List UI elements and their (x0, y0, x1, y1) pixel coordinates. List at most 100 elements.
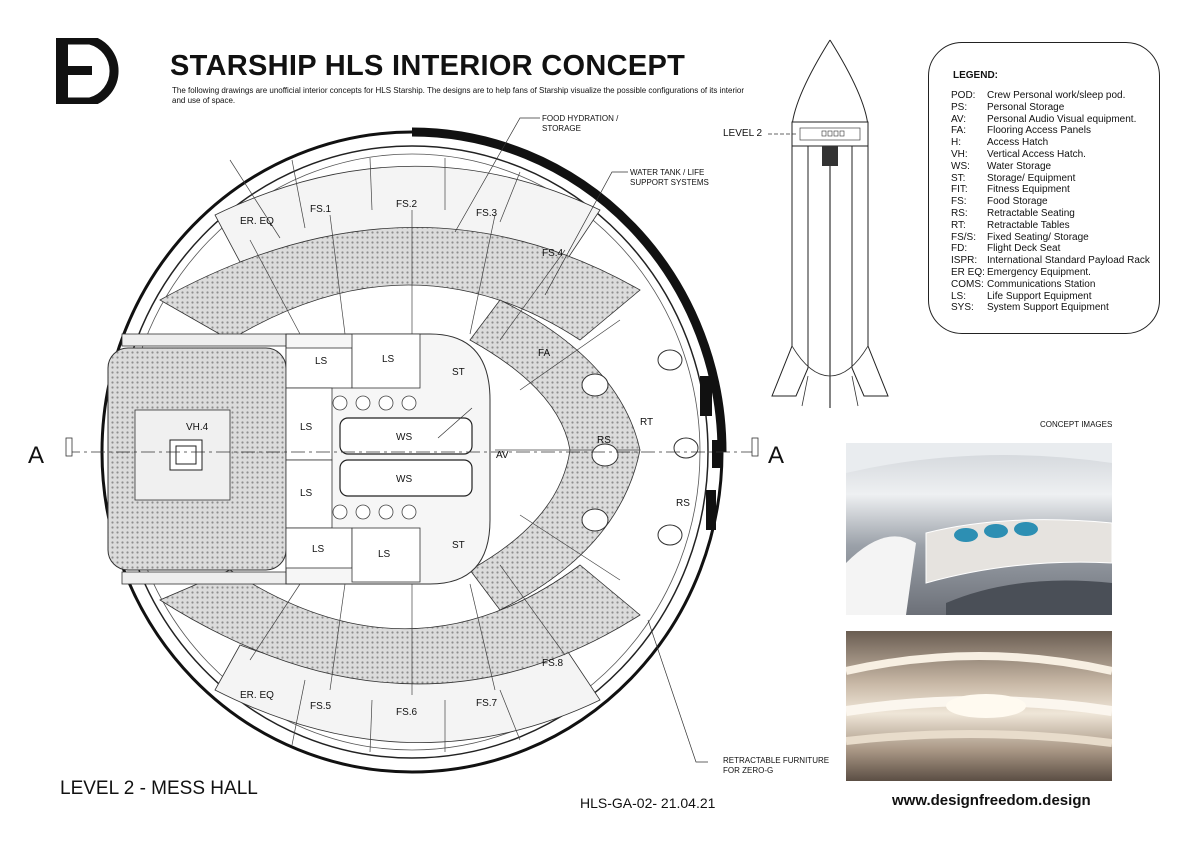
callout-food-hydration: FOOD HYDRATION / STORAGE (542, 114, 619, 133)
legend-code: FD: (951, 243, 968, 255)
legend-desc: Fixed Seating/ Storage (987, 231, 1089, 243)
concept-image-corridor (846, 631, 1112, 781)
legend-desc: Vertical Access Hatch. (987, 149, 1086, 160)
legend-item: VH: Vertical Access Hatch. (951, 149, 1086, 160)
label-vh4: VH.4 (186, 422, 209, 433)
legend-box (928, 42, 1160, 334)
legend-item: POD: Crew Personal work/sleep pod. (951, 90, 1125, 101)
label-st-bottom: ST (452, 540, 465, 551)
label-fs8: FS.8 (542, 658, 564, 669)
concept-image-lounge (846, 443, 1112, 615)
label-rt: RT (640, 417, 653, 428)
legend-item: FA: Flooring Access Panels (951, 125, 1091, 136)
legend-item: FIT: Fitness Equipment (951, 184, 1070, 195)
legend-item: FS/S: Fixed Seating/ Storage (951, 232, 1089, 243)
label-st-top: ST (452, 367, 465, 378)
label-ws1: WS (396, 432, 412, 443)
level-plan-drawing: A A ER. EQ FS.1 FS.2 FS.3 FS.4 ER. EQ FS… (28, 117, 784, 774)
legend-item: ISPR: International Standard Payload Rack (951, 255, 1150, 266)
label-fs7: FS.7 (476, 698, 498, 709)
website-link[interactable]: www.designfreedom.design (892, 792, 1091, 809)
starship-elevation (771, 39, 889, 408)
label-av: AV (496, 450, 509, 461)
section-marker-right: A (768, 442, 784, 469)
label-ls1: LS (315, 356, 328, 367)
legend-title: LEGEND: (953, 70, 998, 81)
legend-desc: Retractable Seating (987, 208, 1075, 219)
legend-item: LS: Life Support Equipment (951, 291, 1092, 302)
label-ls5: LS (312, 544, 325, 555)
legend-desc: International Standard Payload Rack (987, 255, 1150, 267)
legend-item: ER EQ:Emergency Equipment. (951, 267, 1091, 278)
legend-desc: Flight Deck Seat (987, 243, 1061, 255)
legend-desc: Crew Personal work/sleep pod. (987, 90, 1126, 101)
legend-desc: Personal Storage (987, 101, 1065, 113)
legend-desc: Emergency Equipment. (987, 267, 1091, 278)
page-subtitle: The following drawings are unofficial in… (172, 86, 745, 105)
legend-desc: Access Hatch (987, 137, 1049, 149)
legend-code: SYS: (951, 302, 974, 314)
label-ls3: LS (300, 422, 313, 433)
page-title: STARSHIP HLS INTERIOR CONCEPT (170, 50, 686, 82)
legend-item: ST:Storage/ Equipment (951, 173, 1075, 184)
legend-code: FIT: (951, 184, 968, 196)
label-ws2: WS (396, 474, 412, 485)
label-er-eq-top: ER. EQ (240, 216, 274, 227)
legend-desc: Food Storage (987, 196, 1048, 208)
legend-desc: Water Storage (987, 160, 1052, 172)
legend-desc: Life Support Equipment (987, 290, 1092, 302)
legend-code: VH: (951, 149, 968, 160)
elevation-level-label: LEVEL 2 (723, 128, 763, 139)
legend-desc: Fitness Equipment (987, 184, 1070, 196)
drawing-reference: HLS-GA-02- 21.04.21 (580, 795, 716, 811)
level-title: LEVEL 2 - MESS HALL (60, 778, 258, 799)
callout-water-tank: WATER TANK / LIFE SUPPORT SYSTEMS (630, 168, 709, 187)
legend-item: FD: Flight Deck Seat (951, 243, 1060, 254)
legend-item: COMS:Communications Station (951, 279, 1095, 290)
legend-code: AV: (951, 113, 967, 125)
label-fs3: FS.3 (476, 208, 498, 219)
label-rs1: RS (597, 435, 611, 446)
legend-item: FS: Food Storage (951, 196, 1048, 207)
designfreedom-logo (56, 38, 119, 104)
legend-item: WS:Water Storage (951, 161, 1051, 172)
level-leader-line (768, 133, 798, 135)
section-marker-left: A (28, 442, 44, 469)
legend-item: RS: Retractable Seating (951, 208, 1075, 219)
legend-code: LS: (951, 290, 967, 302)
label-er-eq-bottom: ER. EQ (240, 690, 274, 701)
legend-code: PS: (951, 101, 968, 113)
legend-desc: Flooring Access Panels (987, 125, 1091, 137)
legend-code: ISPR: (951, 255, 978, 267)
label-rs2: RS (676, 498, 690, 509)
legend-item: PS: Personal Storage (951, 102, 1064, 113)
concept-images-label: CONCEPT IMAGES (1040, 420, 1113, 429)
label-ls4: LS (300, 488, 313, 499)
legend-code: FA: (951, 125, 967, 137)
label-fs2: FS.2 (396, 199, 418, 210)
legend-code: POD: (951, 90, 976, 101)
legend-item: AV: Personal Audio Visual equipment. (951, 114, 1136, 125)
legend-desc: Communications Station (987, 278, 1096, 290)
label-ls2: LS (382, 354, 395, 365)
label-fs1: FS.1 (310, 204, 332, 215)
legend-item: H: Access Hatch (951, 137, 1048, 148)
legend-item: SYS: System Support Equipment (951, 302, 1109, 313)
legend-item: RT:Retractable Tables (951, 220, 1070, 231)
label-ls6: LS (378, 549, 391, 560)
legend-desc: Personal Audio Visual equipment. (987, 113, 1137, 125)
legend-code: RS: (951, 208, 968, 219)
legend-code: FS/S: (951, 231, 977, 243)
callout-retractable-furniture: RETRACTABLE FURNITURE FOR ZERO-G (723, 756, 830, 775)
legend-desc: Retractable Tables (987, 219, 1070, 231)
label-fs5: FS.5 (310, 701, 332, 712)
legend-code: FS: (951, 196, 967, 208)
legend-desc: Storage/ Equipment (987, 172, 1076, 184)
label-fa: FA (538, 348, 551, 359)
legend-code: ER EQ: (951, 267, 985, 278)
hull-outer-ring (411, 127, 727, 453)
legend-code: COMS: (951, 278, 984, 290)
label-fs6: FS.6 (396, 707, 418, 718)
legend-desc: System Support Equipment (987, 302, 1109, 314)
legend-code: H: (951, 137, 961, 149)
